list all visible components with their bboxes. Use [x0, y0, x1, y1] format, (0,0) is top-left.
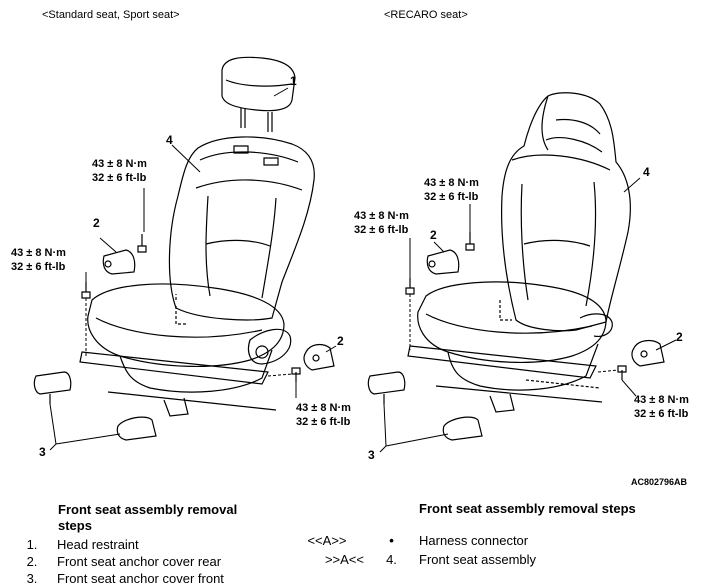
figure-code: AC802796AB [631, 477, 688, 487]
step-item: >>A<<4.Front seat assembly [324, 552, 537, 567]
head-restraint [222, 57, 295, 110]
recaro-bolt-rear-inner [466, 232, 474, 250]
recaro-seat-cushion [418, 282, 606, 362]
anchor-cover-rear-outer [304, 345, 334, 370]
caption-recaro-seat: <RECARO seat> [384, 9, 468, 21]
anchor-cover-front-outer [117, 417, 156, 440]
callout-2-anchor-cover-rear-outer: 2 [337, 334, 344, 348]
right-steps-title: Front seat assembly removal steps [419, 501, 636, 516]
callout-4-seat-assembly: 4 [166, 133, 173, 147]
seat-back [169, 137, 314, 320]
step-item: 1.Head restraint [26, 537, 139, 552]
recaro-bolt-front-inner [406, 278, 414, 294]
bolt-rear-inner [138, 234, 146, 252]
left-steps-title: Front seat assembly removal steps [58, 502, 238, 533]
callout-2-anchor-cover-rear: 2 [93, 216, 100, 230]
recaro-anchor-cover-rear-outer [632, 341, 664, 366]
left-steps-list: 1.Head restraint 2.Front seat anchor cov… [7, 536, 224, 587]
step-item: <<A>>•Harness connector [307, 533, 529, 548]
anchor-cover-front-inner [34, 372, 70, 394]
callout-1-head-restraint: 1 [290, 74, 297, 88]
bolt-front-outer [292, 368, 300, 382]
bolt-front-inner [82, 282, 90, 298]
recaro-callout-4-seat-assembly: 4 [643, 165, 650, 179]
recaro-anchor-cover-rear-inner [427, 250, 458, 274]
recaro-seat-back [502, 93, 631, 331]
recaro-anchor-cover-front-outer [443, 417, 482, 440]
callout-3-anchor-cover-front: 3 [39, 445, 46, 459]
recaro-callout-2-anchor-cover-rear: 2 [430, 228, 437, 242]
recaro-anchor-cover-front-inner [368, 372, 404, 394]
right-steps-list: <<A>>•Harness connector >>A<<4.Front sea… [290, 532, 536, 568]
caption-standard-seat: <Standard seat, Sport seat> [42, 9, 180, 21]
recaro-callout-2-anchor-cover-rear-outer: 2 [676, 330, 683, 344]
step-item: 2.Front seat anchor cover rear [26, 554, 222, 569]
anchor-cover-rear-inner [103, 250, 134, 274]
step-item: 3.Front seat anchor cover front [26, 571, 224, 586]
recaro-callout-3-anchor-cover-front: 3 [368, 448, 375, 462]
recaro-bolt-front-outer [618, 366, 626, 380]
